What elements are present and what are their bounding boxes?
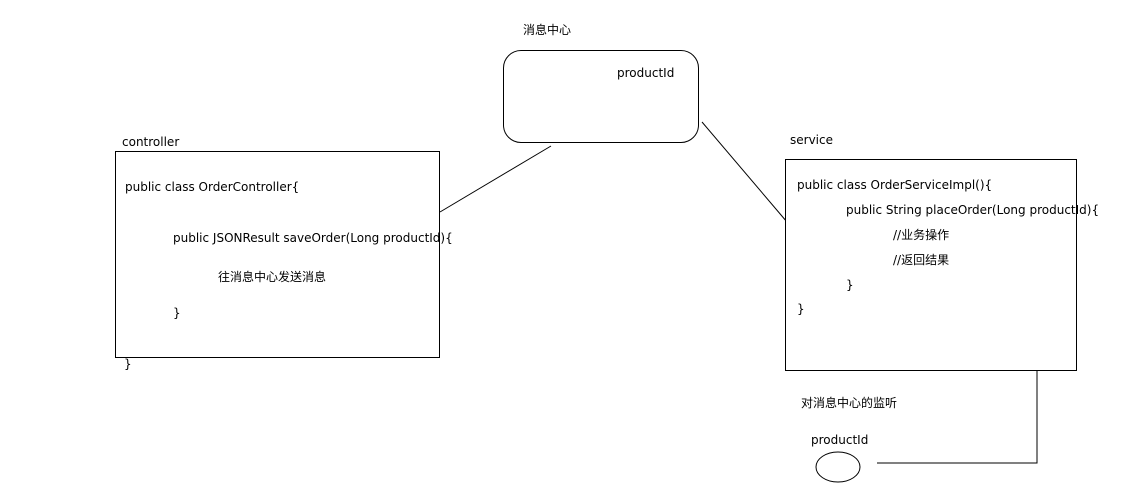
listener-product-ellipse bbox=[815, 451, 861, 483]
service-code-line-1: public class OrderServiceImpl(){ bbox=[797, 178, 993, 192]
controller-code-line-1: public class OrderController{ bbox=[125, 180, 300, 194]
service-code-line-2: public String placeOrder(Long productId)… bbox=[846, 203, 1100, 217]
listener-field: productId bbox=[811, 433, 869, 447]
message-center-box bbox=[503, 50, 699, 143]
mq-to-service-connector bbox=[701, 121, 788, 223]
service-title: service bbox=[790, 133, 833, 147]
controller-code-line-4: } bbox=[173, 306, 181, 320]
listener-title: 对消息中心的监听 bbox=[801, 396, 898, 410]
message-center-field: productId bbox=[617, 66, 675, 80]
controller-box bbox=[115, 151, 440, 358]
controller-title: controller bbox=[122, 135, 180, 149]
controller-code-line-3: 往消息中心发送消息 bbox=[218, 270, 327, 284]
service-box bbox=[785, 159, 1077, 371]
service-code-line-6: } bbox=[797, 302, 805, 316]
service-code-line-4: //返回结果 bbox=[893, 253, 950, 267]
service-code-line-3: //业务操作 bbox=[893, 228, 950, 242]
controller-code-line-2: public JSONResult saveOrder(Long product… bbox=[173, 231, 453, 245]
message-center-title: 消息中心 bbox=[523, 23, 572, 37]
service-code-line-5: } bbox=[846, 278, 854, 292]
controller-to-mq-connector bbox=[439, 145, 552, 213]
controller-code-line-5: } bbox=[124, 357, 132, 371]
